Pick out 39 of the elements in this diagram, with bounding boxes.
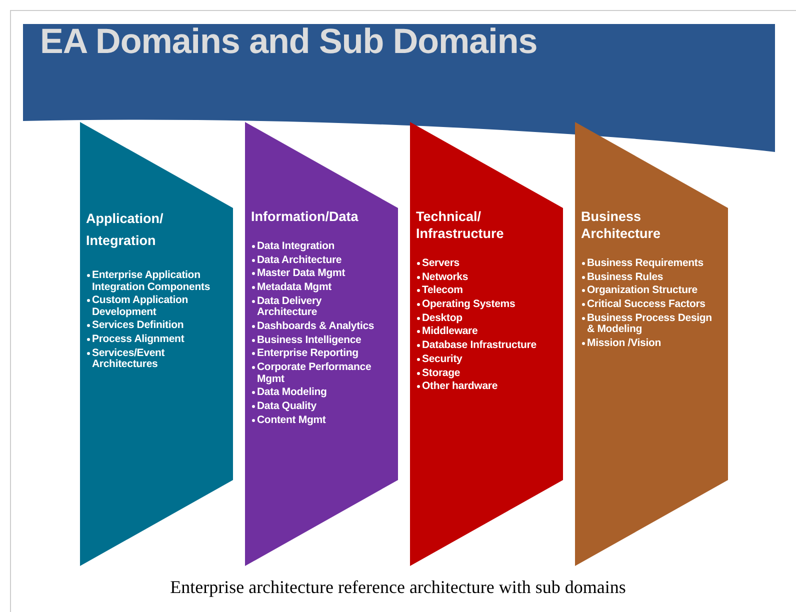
sub-domain-item: Telecom [422, 285, 464, 297]
sub-domain-item: Database Infrastructure [422, 340, 538, 352]
sub-domain-item: Desktop [422, 312, 464, 324]
sub-domain-item: Mission /Vision [587, 338, 662, 350]
sub-domain-item: Master Data Mgmt [257, 268, 346, 280]
sub-domain-item: Data Delivery Architecture [257, 296, 323, 319]
sub-domain-item: Content Mgmt [257, 414, 327, 426]
sub-domain-item: Storage [422, 368, 462, 379]
sub-domain-item: Data Modeling [257, 387, 328, 399]
sub-domain-item: Networks [422, 272, 470, 284]
caption: Enterprise architecture reference architecture with sub domains [169, 577, 627, 598]
sub-domain-item: Critical Success Factors [587, 299, 706, 311]
sub-domain-item: Custom Application Development [92, 295, 190, 318]
sub-domain-item: Enterprise Application Integration Components [92, 270, 212, 293]
sub-domain-item: Corporate Performance Mgmt [257, 362, 372, 385]
sub-domain-item: Services/Event Architectures [92, 348, 166, 371]
domain-heading: Application/ Integration [86, 210, 164, 250]
title: EA Domains and Sub Domains [40, 22, 538, 62]
sub-domain-item: Operating Systems [422, 299, 516, 311]
sub-domain-item: Services Definition [92, 320, 185, 332]
sub-domain-item: Middleware [422, 326, 479, 338]
sub-domain-item: Business Requirements [587, 258, 704, 270]
sub-domain-item: Data Architecture [257, 254, 343, 266]
sub-domain-item: Servers [422, 258, 460, 270]
sub-domain-item: Process Alignment [92, 334, 186, 346]
sub-domain-item: Business Process Design & Modeling [587, 312, 713, 336]
sub-domain-item: Security [422, 354, 464, 366]
sub-domain-item: Data Quality [257, 400, 318, 412]
sub-domain-item: Dashboards & Analytics [257, 320, 376, 332]
domain-heading: Business Architecture [581, 208, 662, 242]
sub-domain-item: Other hardware [422, 381, 499, 393]
sub-domain-item: Business Rules [587, 272, 664, 284]
sub-domain-item: Metadata Mgmt [257, 282, 332, 294]
sub-domain-item: Enterprise Reporting [257, 348, 360, 360]
sub-domain-item: Data Integration [257, 241, 336, 252]
sub-domain-item: Organization Structure [587, 285, 698, 297]
sub-domain-item: Business Intelligence [257, 334, 362, 346]
domain-heading: Technical/ Infrastructure [416, 208, 505, 242]
domain-heading: Information/Data [251, 208, 360, 225]
